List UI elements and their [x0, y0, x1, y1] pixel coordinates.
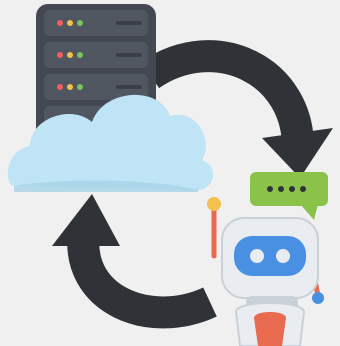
robot-eye: [276, 249, 290, 263]
cycle-arrow-top-icon: [140, 40, 333, 178]
cycle-arrow-bottom-icon: [52, 194, 217, 329]
cloud-icon: [7, 94, 214, 192]
robot-visor: [234, 236, 306, 276]
robot-icon: [207, 197, 324, 346]
chat-bubble-icon: [250, 172, 328, 220]
robot-chest-panel: [254, 312, 286, 346]
robot-antenna-ball: [207, 197, 221, 211]
server-unit: [44, 74, 148, 100]
server-unit: [44, 10, 148, 36]
server-unit: [44, 42, 148, 68]
robot-eye: [250, 249, 264, 263]
